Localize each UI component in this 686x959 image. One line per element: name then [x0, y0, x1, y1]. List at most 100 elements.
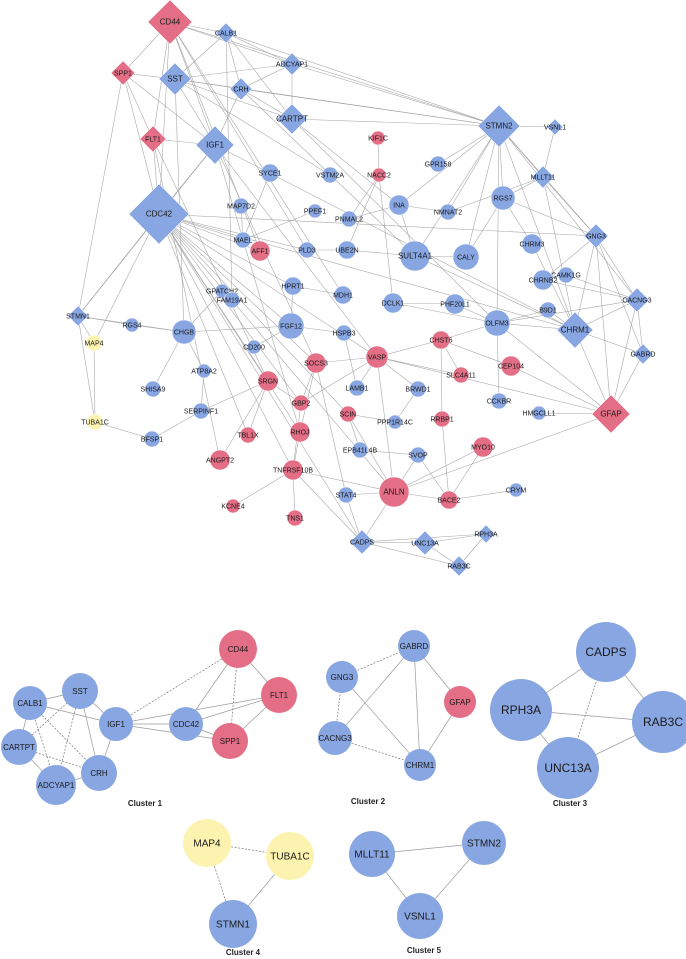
node-stmn2[interactable]: STMN2	[477, 104, 521, 148]
node-srgn[interactable]: SRGN	[257, 370, 279, 392]
node-phf20l1[interactable]: PHF20L1	[440, 293, 470, 315]
node-vasp[interactable]: VASP	[365, 345, 389, 369]
node-kcne4[interactable]: KCNE4	[221, 498, 245, 514]
node-gbp2[interactable]: GBP2	[292, 394, 311, 412]
node-stmn1[interactable]: STMN1	[66, 305, 90, 327]
node-bace2[interactable]: BACE2	[438, 490, 461, 510]
node-gpr158[interactable]: GPR158	[425, 155, 452, 173]
node-dclk1[interactable]: DCLK1	[382, 292, 405, 314]
cluster-node-unc13a[interactable]: UNC13A	[537, 737, 599, 799]
node-sult4a1[interactable]: SULT4A1	[398, 240, 433, 272]
node-ube2n[interactable]: UBE2N	[335, 240, 359, 260]
node-hmgcll1[interactable]: HMGCLL1	[522, 405, 556, 421]
cluster-node-gabrd[interactable]: GABRD	[398, 630, 430, 662]
cluster-node-mllt11[interactable]: MLLT11	[349, 831, 395, 877]
node-b9d1[interactable]: B9D1	[539, 301, 557, 319]
node-brwd1[interactable]: BRWD1	[405, 380, 431, 398]
node-gpatch2[interactable]: GPATCH2	[206, 283, 238, 299]
node-ppp1r14c[interactable]: PPP1R14C	[377, 414, 413, 430]
node-rab3c[interactable]: RAB3C	[447, 555, 471, 577]
node-epb41l4b[interactable]: EPB41L4B	[343, 441, 378, 459]
node-sst[interactable]: SST	[158, 62, 192, 96]
node-chrnb2[interactable]: CHRNB2	[529, 269, 558, 291]
node-atp8a2[interactable]: ATP8A2	[191, 363, 217, 379]
node-map4[interactable]: MAP4	[84, 334, 104, 352]
node-fgf12[interactable]: FGF12	[277, 312, 305, 340]
node-lamb1[interactable]: LAMB1	[346, 379, 369, 397]
cluster-node-tuba1c[interactable]: TUBA1C	[266, 832, 314, 880]
node-serpinf1[interactable]: SERPINF1	[184, 402, 218, 420]
node-tns1[interactable]: TNS1	[286, 509, 304, 527]
node-angpt2[interactable]: ANGPT2	[206, 449, 234, 471]
cluster-node-adcyap1[interactable]: ADCYAP1	[36, 765, 76, 805]
cluster-node-gfap[interactable]: GFAP	[444, 686, 476, 718]
node-svop[interactable]: SVOP	[408, 446, 428, 464]
node-cdc42[interactable]: CDC42	[128, 183, 190, 245]
node-olfm3[interactable]: OLFM3	[483, 309, 511, 337]
node-ppef1[interactable]: PPEF1	[304, 203, 326, 219]
node-flt1[interactable]: FLT1	[139, 125, 167, 153]
cluster-node-rph3a[interactable]: RPH3A	[490, 679, 552, 741]
cluster-node-cdc42[interactable]: CDC42	[169, 707, 203, 741]
node-vstm2a[interactable]: VSTM2A	[316, 166, 344, 184]
node-chrm1[interactable]: CHRM1	[556, 311, 594, 349]
node-caly[interactable]: CALY	[452, 243, 480, 271]
node-cep104[interactable]: CEP104	[498, 355, 524, 377]
node-igf1[interactable]: IGF1	[195, 125, 235, 165]
cluster-node-vsnl1[interactable]: VSNL1	[397, 893, 443, 939]
node-socs3[interactable]: SOCS3	[304, 352, 328, 374]
node-chgb[interactable]: CHGB	[171, 319, 197, 345]
cluster-node-crh[interactable]: CRH	[81, 755, 117, 791]
node-mllt11[interactable]: MLLT11	[531, 165, 556, 189]
node-shisa9[interactable]: SHISA9	[141, 380, 166, 398]
node-rrbp1[interactable]: RRBP1	[430, 410, 454, 428]
cluster-node-gng3[interactable]: GNG3	[326, 661, 358, 693]
node-unc13a[interactable]: UNC13A	[411, 530, 439, 556]
node-camk1g[interactable]: CAMK1G	[551, 266, 581, 284]
node-stat4[interactable]: STAT4	[336, 486, 357, 504]
node-fam19a1[interactable]: FAM19A1	[217, 291, 248, 309]
node-crym[interactable]: CRYM	[506, 482, 527, 498]
cluster-node-flt1[interactable]: FLT1	[261, 677, 297, 713]
node-chst6[interactable]: CHST6	[430, 330, 453, 350]
node-bfsp1[interactable]: BFSP1	[141, 430, 163, 448]
node-rgs4[interactable]: RGS4	[122, 317, 142, 333]
node-crh[interactable]: CRH	[229, 77, 253, 101]
node-pnmal2[interactable]: PNMAL2	[335, 210, 363, 228]
node-nacc2[interactable]: NACC2	[367, 167, 391, 183]
node-syce1[interactable]: SYCE1	[259, 163, 282, 183]
node-cckbr[interactable]: CCKBR	[487, 392, 512, 410]
node-hprt1[interactable]: HPRT1	[282, 276, 305, 296]
cluster-node-spp1[interactable]: SPP1	[212, 723, 248, 759]
node-kif1c[interactable]: KIF1C	[368, 130, 388, 146]
cluster-node-calb1[interactable]: CALB1	[13, 686, 47, 720]
node-aff1[interactable]: AFF1	[249, 240, 271, 262]
node-myo10[interactable]: MYO10	[471, 436, 495, 458]
node-tbl1x[interactable]: TBL1X	[237, 426, 259, 444]
node-cd200[interactable]: CD200	[243, 339, 265, 355]
node-nmnat2[interactable]: NMNAT2	[434, 203, 462, 221]
node-rph3a[interactable]: RPH3A	[474, 524, 498, 544]
node-hspb3[interactable]: HSPB3	[333, 324, 356, 342]
node-ina[interactable]: INA	[388, 194, 410, 216]
node-gfap[interactable]: GFAP	[591, 394, 631, 434]
node-tuba1c[interactable]: TUBA1C	[81, 413, 109, 431]
node-slc4a11[interactable]: SLC4A11	[446, 366, 476, 384]
cluster-node-stmn2[interactable]: STMN2	[462, 821, 506, 865]
node-mdh1[interactable]: MDH1	[333, 285, 353, 305]
node-scin[interactable]: SCIN	[340, 405, 357, 423]
node-calb1[interactable]: CALB1	[215, 22, 237, 44]
node-pld3[interactable]: PLD3	[298, 241, 316, 259]
node-chrm3[interactable]: CHRM3	[520, 233, 545, 255]
node-cartpt[interactable]: CARTPT	[276, 103, 308, 135]
cluster-node-cacng3[interactable]: CACNG3	[318, 721, 352, 755]
cluster-node-rab3c[interactable]: RAB3C	[632, 691, 686, 753]
node-map7d2[interactable]: MAP7D2	[227, 197, 255, 215]
node-adcyap1[interactable]: ADCYAP1	[276, 52, 308, 76]
node-gabrd[interactable]: GABRD	[631, 343, 656, 365]
node-cadps[interactable]: CADPS	[349, 529, 374, 555]
node-cacng3[interactable]: CACNG3	[622, 287, 652, 313]
node-rgs7[interactable]: RGS7	[490, 185, 516, 211]
cluster-node-igf1[interactable]: IGF1	[99, 707, 133, 741]
node-gng3[interactable]: GNG3	[583, 223, 609, 249]
